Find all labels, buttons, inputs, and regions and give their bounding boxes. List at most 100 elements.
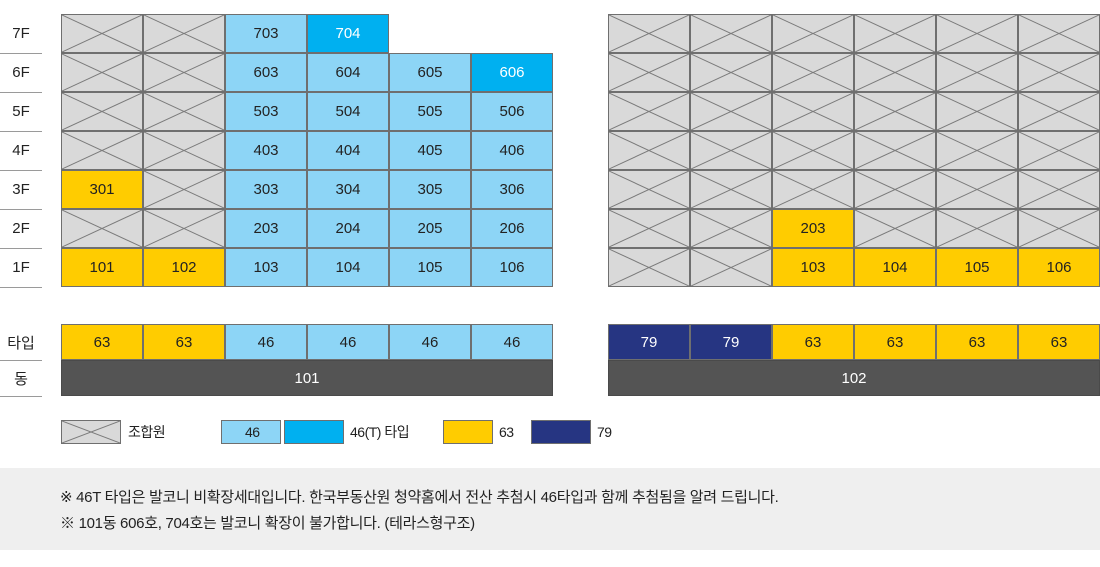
type-cell: 63 bbox=[143, 324, 225, 360]
member-cross-icon bbox=[609, 93, 689, 130]
member-cross-icon bbox=[609, 15, 689, 52]
member-unit-cell bbox=[608, 131, 690, 170]
member-cross-icon bbox=[773, 93, 853, 130]
member-cross-icon bbox=[691, 93, 771, 130]
member-unit-cell bbox=[608, 92, 690, 131]
member-unit-cell bbox=[936, 209, 1018, 248]
type-value: 46 bbox=[257, 333, 275, 351]
member-cross-icon bbox=[773, 171, 853, 208]
member-cross-icon bbox=[144, 171, 224, 208]
unit-cell: 703 bbox=[225, 14, 307, 53]
member-unit-cell bbox=[1018, 209, 1100, 248]
member-cross-icon bbox=[691, 132, 771, 169]
unit-number: 105 bbox=[964, 259, 990, 276]
member-cross-icon bbox=[691, 15, 771, 52]
unit-cell: 505 bbox=[389, 92, 471, 131]
unit-cell: 205 bbox=[389, 209, 471, 248]
legend-swatch-t46 bbox=[221, 420, 281, 444]
unit-number: 104 bbox=[882, 259, 908, 276]
unit-cell: 206 bbox=[471, 209, 553, 248]
legend-label-member: 조합원 bbox=[128, 424, 166, 440]
member-unit-cell bbox=[61, 209, 143, 248]
member-cross-icon bbox=[855, 93, 935, 130]
member-unit-cell bbox=[690, 209, 772, 248]
member-unit-cell bbox=[772, 14, 854, 53]
type-value: 79 bbox=[640, 333, 658, 351]
unit-cell: 104 bbox=[854, 248, 936, 287]
member-cross-icon bbox=[937, 132, 1017, 169]
legend-swatch-t79 bbox=[531, 420, 591, 444]
type-cell: 63 bbox=[772, 324, 854, 360]
type-value: 63 bbox=[1050, 333, 1068, 351]
member-unit-cell bbox=[143, 53, 225, 92]
member-cross-icon bbox=[1019, 15, 1099, 52]
member-cross-icon bbox=[1019, 171, 1099, 208]
unit-cell: 305 bbox=[389, 170, 471, 209]
member-unit-cell bbox=[772, 92, 854, 131]
member-unit-cell bbox=[1018, 170, 1100, 209]
building-name-bar: 101 bbox=[61, 360, 553, 396]
member-unit-cell bbox=[690, 53, 772, 92]
unit-number: 404 bbox=[335, 142, 361, 159]
unit-number: 606 bbox=[499, 64, 525, 81]
building-name: 101 bbox=[294, 369, 320, 387]
unit-number: 203 bbox=[253, 220, 279, 237]
building-name: 102 bbox=[841, 369, 867, 387]
unit-cell: 101 bbox=[61, 248, 143, 287]
type-value: 63 bbox=[968, 333, 986, 351]
unit-number: 704 bbox=[335, 25, 361, 42]
member-unit-cell bbox=[854, 14, 936, 53]
member-cross-icon bbox=[609, 210, 689, 247]
building-row-label: 동 bbox=[0, 360, 42, 397]
member-unit-cell bbox=[143, 170, 225, 209]
member-unit-cell bbox=[61, 53, 143, 92]
unit-cell: 604 bbox=[307, 53, 389, 92]
unit-cell: 304 bbox=[307, 170, 389, 209]
member-cross-icon bbox=[62, 54, 142, 91]
unit-number: 204 bbox=[335, 220, 361, 237]
member-cross-icon bbox=[1019, 132, 1099, 169]
floor-label: 3F bbox=[0, 170, 42, 210]
unit-cell: 203 bbox=[225, 209, 307, 248]
unit-cell: 105 bbox=[936, 248, 1018, 287]
floor-label: 4F bbox=[0, 131, 42, 171]
member-unit-cell bbox=[690, 92, 772, 131]
member-unit-cell bbox=[608, 53, 690, 92]
unit-cell: 106 bbox=[471, 248, 553, 287]
member-unit-cell bbox=[1018, 92, 1100, 131]
member-cross-icon bbox=[937, 54, 1017, 91]
unit-number: 505 bbox=[417, 103, 443, 120]
member-unit-cell bbox=[772, 131, 854, 170]
floor-label: 1F bbox=[0, 248, 42, 288]
member-unit-cell bbox=[608, 14, 690, 53]
note-line-1: ※ 46T 타입은 발코니 비확장세대입니다. 한국부동산원 청약홈에서 전산 … bbox=[60, 489, 779, 506]
unit-cell: 103 bbox=[225, 248, 307, 287]
floor-label: 7F bbox=[0, 14, 42, 54]
member-cross-icon bbox=[62, 132, 142, 169]
member-cross-icon bbox=[144, 54, 224, 91]
member-unit-cell bbox=[143, 92, 225, 131]
type-cell: 63 bbox=[1018, 324, 1100, 360]
unit-number: 203 bbox=[800, 220, 826, 237]
type-cell: 79 bbox=[690, 324, 772, 360]
member-cross-icon bbox=[609, 171, 689, 208]
member-unit-cell bbox=[854, 53, 936, 92]
member-unit-cell bbox=[936, 92, 1018, 131]
member-cross-icon bbox=[855, 132, 935, 169]
type-cell: 46 bbox=[307, 324, 389, 360]
unit-cell: 406 bbox=[471, 131, 553, 170]
unit-cell: 303 bbox=[225, 170, 307, 209]
unit-cell: 306 bbox=[471, 170, 553, 209]
member-cross-icon bbox=[609, 132, 689, 169]
member-cross-icon bbox=[609, 54, 689, 91]
member-cross-icon bbox=[773, 132, 853, 169]
legend-swatch-t46T bbox=[284, 420, 344, 444]
member-unit-cell bbox=[690, 248, 772, 287]
member-unit-cell bbox=[61, 14, 143, 53]
unit-number: 101 bbox=[89, 259, 115, 276]
floor-label: 5F bbox=[0, 92, 42, 132]
member-cross-icon bbox=[691, 249, 771, 286]
member-cross-icon bbox=[691, 54, 771, 91]
type-cell: 63 bbox=[61, 324, 143, 360]
unit-cell: 203 bbox=[772, 209, 854, 248]
